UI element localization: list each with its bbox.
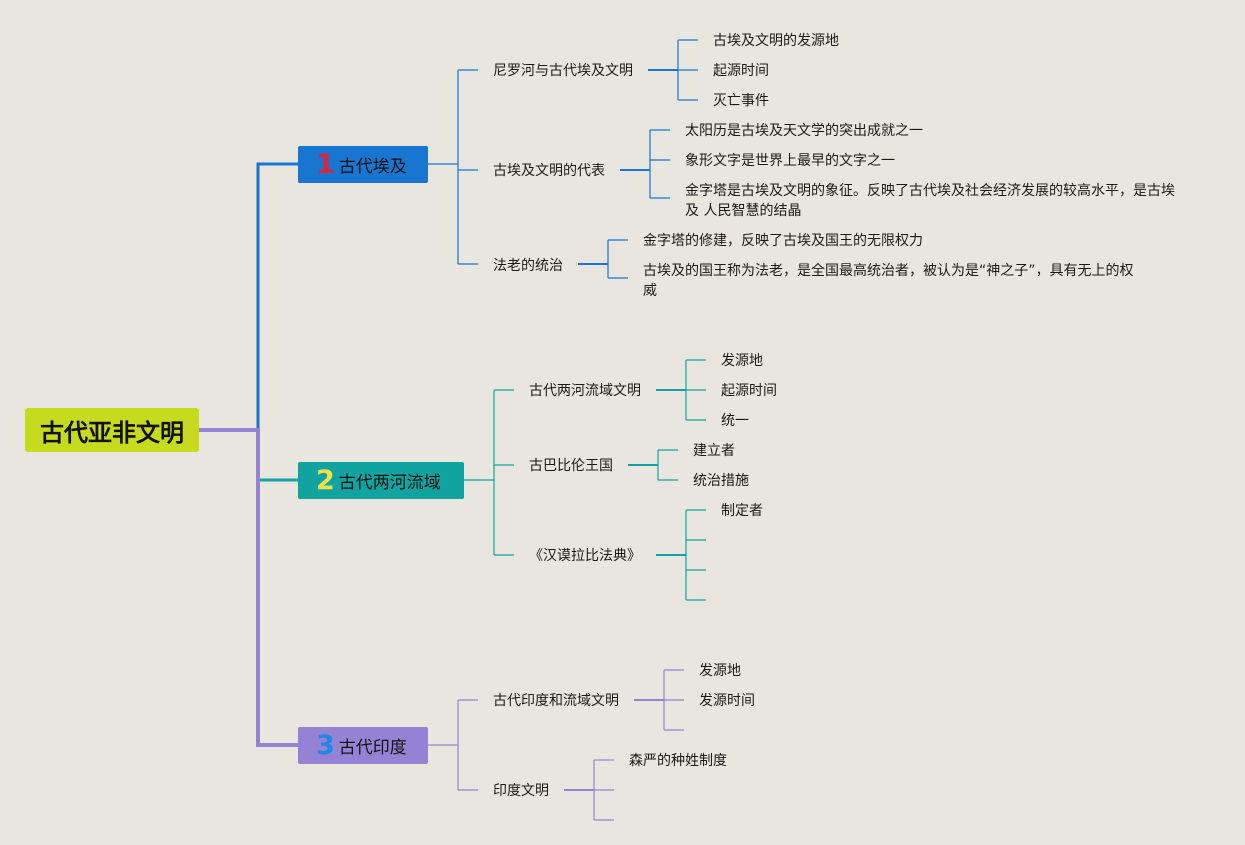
branch-label: 古代埃及	[338, 157, 407, 177]
subtopic-item[interactable]: 太阳历是古埃及天文学的突出成就之一	[685, 123, 923, 139]
topic-egypt-representatives[interactable]: 古埃及文明的代表	[493, 163, 605, 179]
branch-number: 2	[316, 465, 335, 496]
topic-nile-egypt[interactable]: 尼罗河与古代埃及文明	[493, 63, 633, 79]
topic-babylon-kingdom[interactable]: 古巴比伦王国	[529, 458, 613, 474]
subtopic-item[interactable]: 金字塔的修建，反映了古埃及国王的无限权力	[643, 233, 923, 249]
branch-3-connectors	[428, 669, 684, 821]
branch-1-connectors	[428, 39, 698, 279]
subtopic-item[interactable]: 发源地	[699, 663, 741, 679]
branch-node-ancient-egypt[interactable]: 1 古代埃及	[298, 146, 428, 183]
topic-mesopotamia-civilization[interactable]: 古代两河流域文明	[529, 383, 641, 399]
subtopic-item[interactable]: 统治措施	[693, 473, 749, 489]
subtopic-item[interactable]: 发源地	[721, 353, 763, 369]
subtopic-item[interactable]: 统一	[721, 413, 749, 429]
branch-2-connectors	[464, 359, 706, 601]
subtopic-item[interactable]: 金字塔是古埃及文明的象征。反映了古代埃及社会经济发展的较高水平，是古埃及 人民智…	[685, 183, 1175, 219]
topic-indian-civilization[interactable]: 印度文明	[493, 783, 549, 799]
subtopic-item[interactable]: 起源时间	[721, 383, 777, 399]
subtopic-item[interactable]: 古埃及文明的发源地	[713, 33, 839, 49]
branch-number: 3	[316, 730, 335, 761]
subtopic-item[interactable]: 象形文字是世界上最早的文字之一	[685, 153, 895, 169]
subtopic-item[interactable]: 森严的种姓制度	[629, 753, 727, 769]
subtopic-item[interactable]: 古埃及的国王称为法老，是全国最高统治者，被认为是“神之子”，具有无上的权威	[643, 263, 1134, 299]
branch-node-ancient-india[interactable]: 3 古代印度	[298, 727, 428, 764]
branch-label: 古代两河流域	[338, 473, 441, 493]
subtopic-item[interactable]: 灭亡事件	[713, 93, 769, 109]
root-connectors	[197, 162, 300, 747]
branch-node-mesopotamia[interactable]: 2 古代两河流域	[298, 462, 464, 499]
topic-pharaoh-rule[interactable]: 法老的统治	[493, 258, 563, 274]
subtopic-item[interactable]: 制定者	[721, 503, 763, 519]
root-node[interactable]: 古代亚非文明	[25, 408, 199, 452]
subtopic-item[interactable]: 起源时间	[713, 63, 769, 79]
subtopic-item[interactable]: 发源时间	[699, 693, 755, 709]
branch-label: 古代印度	[338, 738, 407, 758]
topic-india-civilization[interactable]: 古代印度和流域文明	[493, 693, 619, 709]
subtopic-item[interactable]: 建立者	[693, 443, 735, 459]
topic-hammurabi-code[interactable]: 《汉谟拉比法典》	[529, 548, 641, 564]
branch-number: 1	[316, 149, 335, 180]
